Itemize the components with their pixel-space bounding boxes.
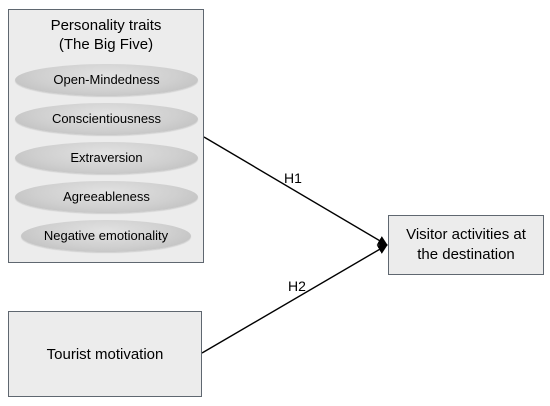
trait-open-mindedness: Open-Mindedness [15,64,198,96]
trait-agreeableness: Agreeableness [15,181,198,213]
traits-title-line2: (The Big Five) [58,36,154,53]
trait-conscientiousness: Conscientiousness [15,103,198,135]
h1-arrow [203,136,388,246]
h1-label: H1 [284,170,302,186]
traits-title-line1: Personality traits [50,17,162,34]
personality-traits-title: Personality traits (The Big Five) [9,16,203,54]
trait-negative-emotionality: Negative emotionality [21,220,191,252]
personality-traits-box: Personality traits (The Big Five) Open-M… [8,9,204,263]
h2-arrow [201,244,388,354]
h2-label: H2 [288,278,306,294]
visitor-activities-box: Visitor activities at the destination [388,215,544,275]
tourist-motivation-box: Tourist motivation [8,311,202,397]
trait-extraversion: Extraversion [15,142,198,174]
